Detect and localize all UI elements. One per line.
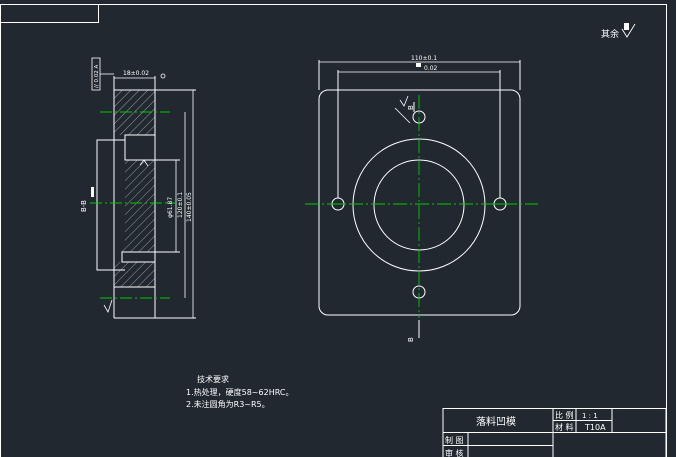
datum-circle-icon [160,73,166,79]
title-scale-value: 1 : 1 [582,412,598,420]
section-dim-inner: φ61.87 [167,197,174,218]
plan-roughness-icon [394,95,411,124]
plan-dim-outer: 110±0.1 [411,55,437,62]
section-dim-outer: 140±0.05 [186,192,193,222]
title-block: 落料凹模 比 例 1 : 1 材 料 T10A 制 图 审 核 [442,408,667,457]
title-material-value: T10A [584,423,606,432]
title-material-label: 材 料 [555,422,574,432]
surface-note-text: 其余 [601,28,619,40]
title-scale-label: 比 例 [555,410,574,420]
section-roughness-icon [103,159,149,313]
surface-roughness-note: 其余 [601,23,636,40]
section-hatch [114,90,155,287]
plan-section-mark-bottom: B [407,337,415,342]
title-drawn-label: 制 图 [445,435,464,445]
plan-section-mark-top: B [407,105,415,110]
tech-requirements-heading: 技术要求 [197,374,229,384]
section-cut-marks [413,102,420,338]
section-center-lines [90,111,175,299]
tolerance-frame-text: // 0.02 A [94,65,100,88]
section-view: 18±0.02 φ61.87 120±0.1 140±0.05 // 0.02 … [80,57,196,319]
tech-requirement-item: 1.热处理，硬度58~62HRC。 [186,387,293,397]
section-dim-mid: 120±0.1 [177,192,184,218]
tech-requirements: 技术要求 1.热处理，硬度58~62HRC。 2.未注圆角为R3~R5。 [186,374,293,409]
title-checked-label: 审 核 [445,448,464,457]
plan-center-lines [305,95,538,318]
roughness-symbol-icon [621,23,636,38]
plan-dim-flag-icon [416,63,421,67]
section-mark-bar [91,187,94,197]
plan-dimensions [319,61,520,73]
plan-outline [318,60,521,316]
section-label: B-B [80,200,88,212]
geometric-tolerance-frame: // 0.02 A [91,57,114,91]
tech-requirement-item: 2.未注圆角为R3~R5。 [186,399,270,409]
section-dimensions [114,77,194,318]
section-top-dimension: 18±0.02 [123,70,149,77]
plan-dim-inner: 0.02 [424,65,438,72]
title-part-name: 落料凹模 [476,415,516,428]
plan-view: 110±0.1 0.02 B B [305,55,538,342]
drawing-frame [0,4,667,457]
